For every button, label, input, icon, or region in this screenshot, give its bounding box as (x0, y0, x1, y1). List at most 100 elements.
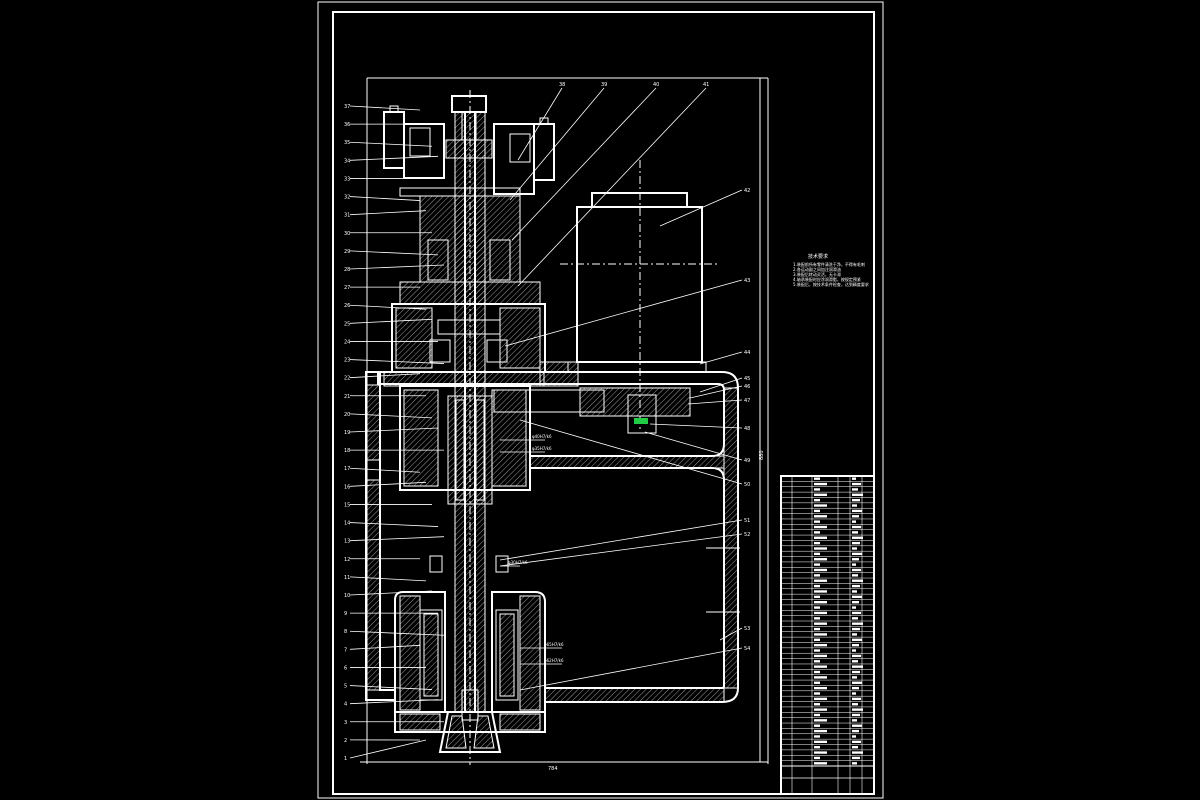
bom-cell-text-mark (814, 692, 820, 695)
fit-note-3: φ30H7/k6 (508, 560, 528, 565)
bom-cell-text-mark (814, 681, 820, 684)
balloon-label-left: 2 (344, 738, 347, 744)
overall-width-dimension: 784 (548, 766, 558, 772)
bom-cell-text-mark (814, 660, 820, 663)
balloon-label-right: 48 (744, 426, 750, 432)
bom-cell-text-mark (852, 638, 862, 641)
balloon-label-right: 53 (744, 626, 750, 632)
bom-cell-text-mark (852, 729, 859, 733)
bom-cell-text-mark (814, 617, 820, 620)
outer-sheet-border (317, 1, 884, 799)
bom-cell-text-mark (814, 541, 820, 545)
bom-cell-text-mark (814, 740, 827, 744)
bom-cell-text-mark (852, 601, 859, 604)
balloon-label-left: 35 (344, 140, 350, 146)
bom-cell-text-mark (852, 622, 863, 625)
bom-cell-text-mark (814, 627, 820, 631)
balloon-leader-left (349, 318, 433, 324)
balloon-label-left: 31 (344, 213, 350, 219)
bom-cell-text-mark (814, 498, 820, 502)
bom-cell-text-mark (814, 697, 827, 701)
balloon-label-top: 40 (653, 82, 659, 88)
bom-cell-text-mark (814, 762, 827, 765)
bom-cell-text-mark (852, 493, 863, 496)
bom-cell-text-mark (852, 735, 856, 738)
balloon-label-right: 50 (744, 482, 750, 488)
bom-cell-text-mark (852, 520, 856, 523)
balloon-leader-top (517, 87, 707, 287)
balloon-label-right: 46 (744, 384, 750, 390)
balloon-label-left: 37 (344, 104, 350, 110)
balloon-label-left: 24 (344, 339, 350, 345)
bom-cell-text-mark (852, 746, 858, 749)
bom-cell-text-mark (852, 627, 860, 631)
bom-cell-text-mark (814, 504, 827, 507)
balloon-leader-right (504, 279, 743, 347)
bom-cell-text-mark (852, 692, 856, 695)
balloon-leader-left (349, 264, 445, 270)
bom-cell-text-mark (814, 756, 820, 760)
key-highlight (634, 418, 648, 424)
bom-cell-text-mark (852, 713, 860, 717)
bom-cell-text-mark (814, 590, 827, 593)
bom-cell-text-mark (814, 724, 820, 727)
bom-cell-text-mark (814, 703, 820, 706)
technical-requirements: 技术要求 1.装配前所有零件清洗干净，不得有毛刺 2.各运动副之间加注润滑油 3… (793, 253, 869, 287)
balloon-leader-left (349, 304, 427, 310)
balloon-leader-right (519, 647, 743, 691)
balloon-label-left: 18 (344, 448, 350, 454)
balloon-label-left: 11 (344, 575, 350, 581)
bom-cell-text-mark (814, 520, 820, 523)
balloon-leader-left (349, 210, 427, 216)
balloon-label-right: 42 (744, 188, 750, 194)
bom-cell-text-mark (852, 515, 859, 518)
balloon-leader-top (511, 87, 657, 241)
tech-req-line-2: 2.各运动副之间加注润滑油 (793, 266, 841, 272)
bom-cell-text-mark (814, 686, 827, 690)
bom-cell-text-mark (814, 525, 827, 529)
parts-list-table (780, 475, 875, 795)
balloon-label-left: 13 (344, 539, 350, 545)
bom-cell-text-mark (852, 633, 857, 636)
bom-cell-text-mark (852, 488, 858, 491)
bom-cell-text-mark (852, 590, 857, 593)
bom-cell-text-mark (852, 654, 861, 658)
bom-cell-text-mark (852, 762, 857, 765)
balloon-label-left: 9 (344, 611, 347, 617)
balloon-leader-left (349, 522, 439, 527)
balloon-label-left: 28 (344, 267, 350, 273)
balloon-label-left: 14 (344, 521, 350, 527)
bom-cell-text-mark (852, 740, 861, 744)
bom-cell-text-mark (852, 547, 857, 550)
fit-note-1: φ40H7/k6 (532, 434, 552, 439)
bom-cell-text-mark (814, 558, 827, 561)
bom-cell-text-mark (814, 493, 827, 496)
main-shaft (437, 90, 501, 765)
bom-cell-text-mark (852, 617, 858, 620)
balloon-leader-right (689, 385, 743, 399)
balloon-label-right: 52 (744, 532, 750, 538)
balloon-leader-left (349, 373, 421, 379)
balloon-label-right: 51 (744, 518, 750, 524)
bom-cell-text-mark (814, 676, 827, 679)
bom-cell-text-mark (852, 697, 861, 701)
balloon-label-right: 45 (744, 376, 750, 382)
bom-cell-text-mark (852, 703, 858, 706)
fit-note-4: φ65H7/k6 (544, 642, 564, 647)
bom-cell-text-mark (852, 751, 863, 754)
bom-cell-text-mark (852, 541, 860, 545)
balloon-leader-left (349, 196, 421, 201)
balloon-leader-left (349, 427, 439, 433)
balloon-label-left: 1 (344, 756, 347, 762)
balloon-leader-left (349, 739, 427, 759)
balloon-leader-left (349, 576, 427, 582)
bom-cell-text-mark (852, 724, 862, 727)
balloon-label-right: 43 (744, 278, 750, 284)
bom-cell-text-mark (814, 643, 827, 647)
bom-cell-text-mark (852, 525, 861, 529)
balloon-leader-left (349, 699, 439, 705)
bom-cell-text-mark (852, 504, 857, 507)
balloon-label-left: 30 (344, 231, 350, 237)
